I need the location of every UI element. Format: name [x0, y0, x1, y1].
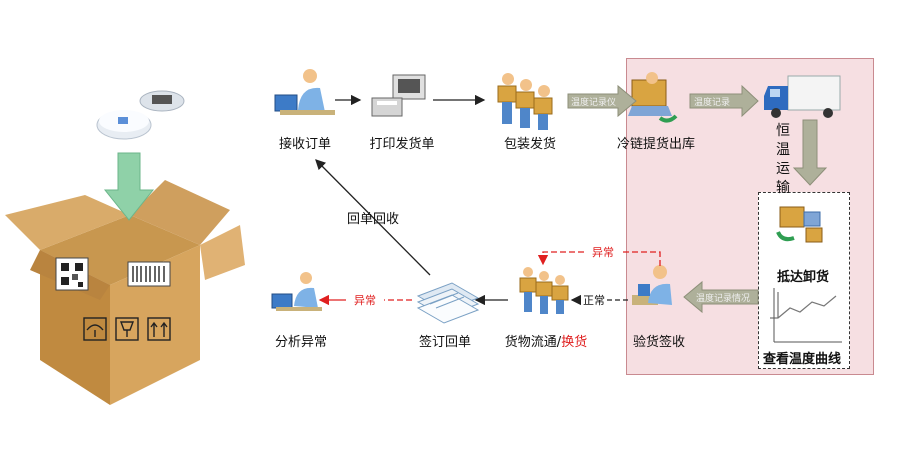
umbrella-icon [83, 317, 107, 341]
label-inspect-sign: 验货签收 [632, 335, 685, 350]
arrival-unload-icon [776, 206, 823, 243]
analyze-exception-person-icon [271, 272, 322, 311]
band-label-1: 温度记录仪 [571, 98, 617, 108]
band-arrow-1 [567, 84, 637, 118]
band-label-2: 温度记录 [694, 98, 731, 108]
band-arrow-3 [683, 280, 759, 314]
label-print-invoice: 打印发货单 [369, 137, 435, 152]
label-normal: 正常 [583, 294, 605, 307]
receive-order-person-icon [274, 69, 335, 115]
open-box-illustration [5, 152, 245, 405]
cold-chain-truck-icon [628, 72, 678, 123]
logistics-workers-icon [519, 267, 569, 314]
label-pack-ship: 包装发货 [503, 137, 556, 152]
fragile-glass-icon [115, 317, 139, 341]
truck-icon [764, 75, 841, 118]
label-exchange: 换货 [561, 335, 588, 350]
this-side-up-icon [147, 317, 171, 341]
arrow-sign-to-receive [315, 159, 431, 276]
band-label-3: 温度记录情况 [696, 294, 751, 304]
printer-icon [371, 74, 426, 117]
label-constant-temp: 恒温运输 [776, 123, 790, 196]
documents-stack-icon [416, 282, 480, 324]
label-logistics: 货物流通/换货 [494, 331, 598, 350]
label-receive-order: 接收订单 [278, 137, 331, 152]
label-logistics-text: 货物流通/ [504, 335, 562, 350]
band-arrow-2 [689, 84, 759, 118]
temperature-logger-icon [96, 90, 185, 140]
packing-workers-icon [497, 73, 553, 130]
label-return-receipt: 回单回收 [346, 212, 399, 227]
label-exception-top: 异常 [586, 244, 620, 260]
label-cold-chain-out: 冷链提货出库 [616, 137, 695, 152]
band-arrow-vertical [792, 119, 828, 186]
label-view-curve: 查看温度曲线 [762, 352, 841, 367]
label-sign-return: 签订回单 [418, 335, 471, 350]
temperature-curve-icon [770, 288, 842, 343]
label-exception-left: 异常 [354, 294, 376, 307]
label-arrive-unload: 抵达卸货 [776, 270, 829, 285]
inspect-sign-person-icon [632, 265, 672, 305]
label-analyze-exception: 分析异常 [274, 335, 327, 350]
